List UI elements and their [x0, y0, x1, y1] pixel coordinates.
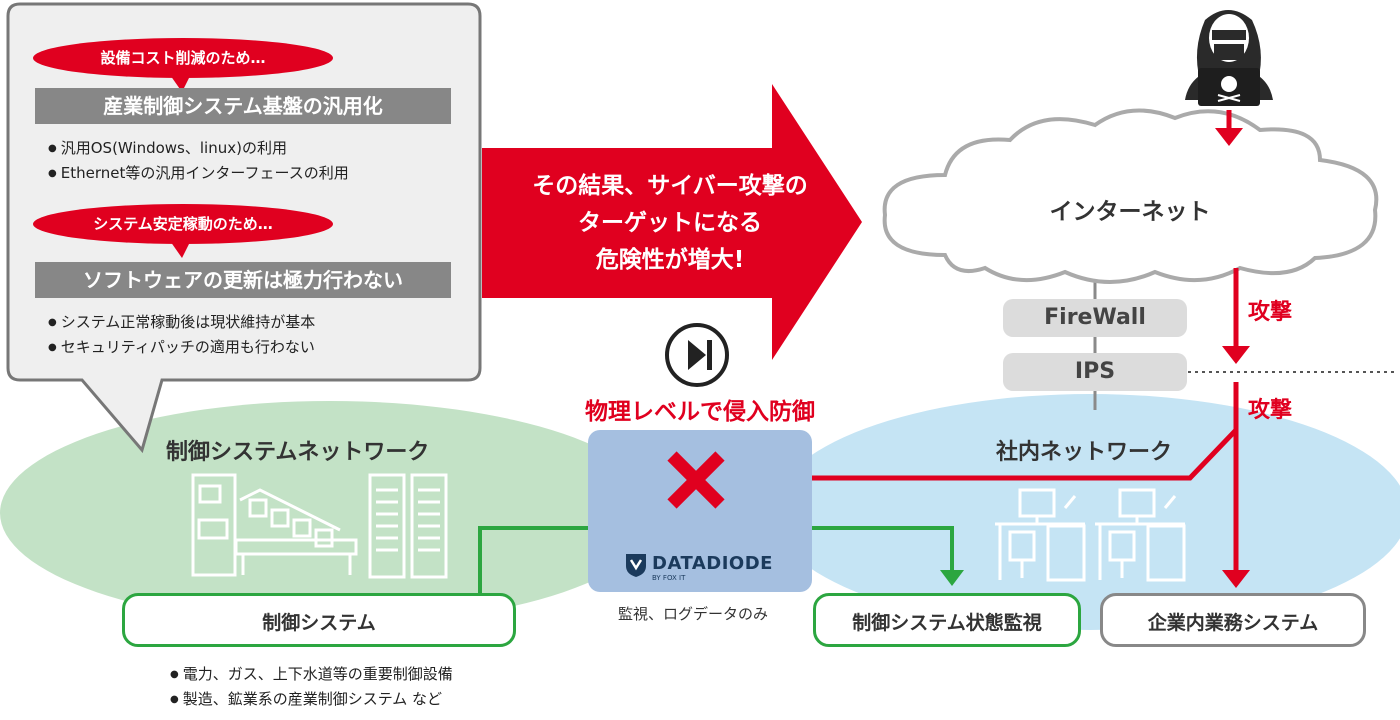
cloud-icon — [882, 108, 1379, 284]
arrow-text-line: その結果、サイバー攻撃の — [532, 173, 808, 199]
cross-icon — [667, 451, 725, 509]
office-desk-icon — [995, 488, 1186, 582]
enterprise-system-box: 企業内業務システム — [1100, 593, 1366, 647]
server-icon — [368, 473, 448, 579]
diode-play-icon — [665, 323, 729, 387]
generalization-bullets: 汎用OS(Windows、linux)の利用 Ethernet等の汎用インターフ… — [48, 136, 349, 186]
risk-arrow-text: その結果、サイバー攻撃の ターゲットになる 危険性が増大! — [470, 168, 870, 279]
datadiode-device-box — [588, 430, 812, 592]
firewall-box: FireWall — [1003, 299, 1187, 337]
bullet-item: セキュリティパッチの適用も行わない — [48, 335, 315, 360]
bullet-item: 製造、鉱業系の産業制御システム など — [170, 687, 453, 712]
hacker-icon — [1185, 10, 1273, 106]
monitor-note: 監視、ログデータのみ — [618, 605, 769, 623]
datadiode-sub: BY FOX IT — [652, 574, 686, 582]
datadiode-logo-icon — [626, 554, 646, 577]
attack-label-1: 攻撃 — [1248, 300, 1293, 325]
factory-icon — [191, 473, 358, 577]
risk-arrow — [482, 84, 862, 360]
stable-operation-pill: システム安定稼動のため… — [33, 204, 333, 244]
control-system-box: 制御システム — [122, 593, 516, 647]
skull-icon — [1221, 76, 1237, 92]
monitor-system-box: 制御システム状態監視 — [813, 593, 1081, 647]
control-network-ellipse — [0, 401, 660, 625]
internal-network-title: 社内ネットワーク — [996, 440, 1173, 465]
no-update-heading: ソフトウェアの更新は極力行わない — [35, 262, 451, 298]
internet-label: インターネット — [1049, 199, 1211, 225]
arrow-text-line: 危険性が増大! — [595, 247, 745, 273]
bullet-item: システム正常稼動後は現状維持が基本 — [48, 310, 316, 335]
control-system-bullets: 電力、ガス、上下水道等の重要制御設備 製造、鉱業系の産業制御システム など — [170, 662, 453, 712]
arrow-text-line: ターゲットになる — [578, 210, 762, 236]
bullet-item: 汎用OS(Windows、linux)の利用 — [48, 136, 349, 161]
attack-label-2: 攻撃 — [1248, 398, 1293, 423]
cost-reduction-pill: 設備コスト削減のため… — [33, 38, 333, 78]
datadiode-brand: DATADIODE — [652, 553, 773, 574]
ips-box: IPS — [1003, 353, 1187, 391]
bullet-item: 電力、ガス、上下水道等の重要制御設備 — [170, 662, 453, 687]
no-update-bullets: システム正常稼動後は現状維持が基本 セキュリティパッチの適用も行わない — [48, 310, 316, 360]
physical-defense-title: 物理レベルで侵入防御 — [585, 399, 815, 425]
generalization-heading: 産業制御システム基盤の汎用化 — [35, 88, 451, 124]
bullet-item: Ethernet等の汎用インターフェースの利用 — [48, 161, 349, 186]
control-network-title: 制御システムネットワーク — [166, 440, 430, 465]
